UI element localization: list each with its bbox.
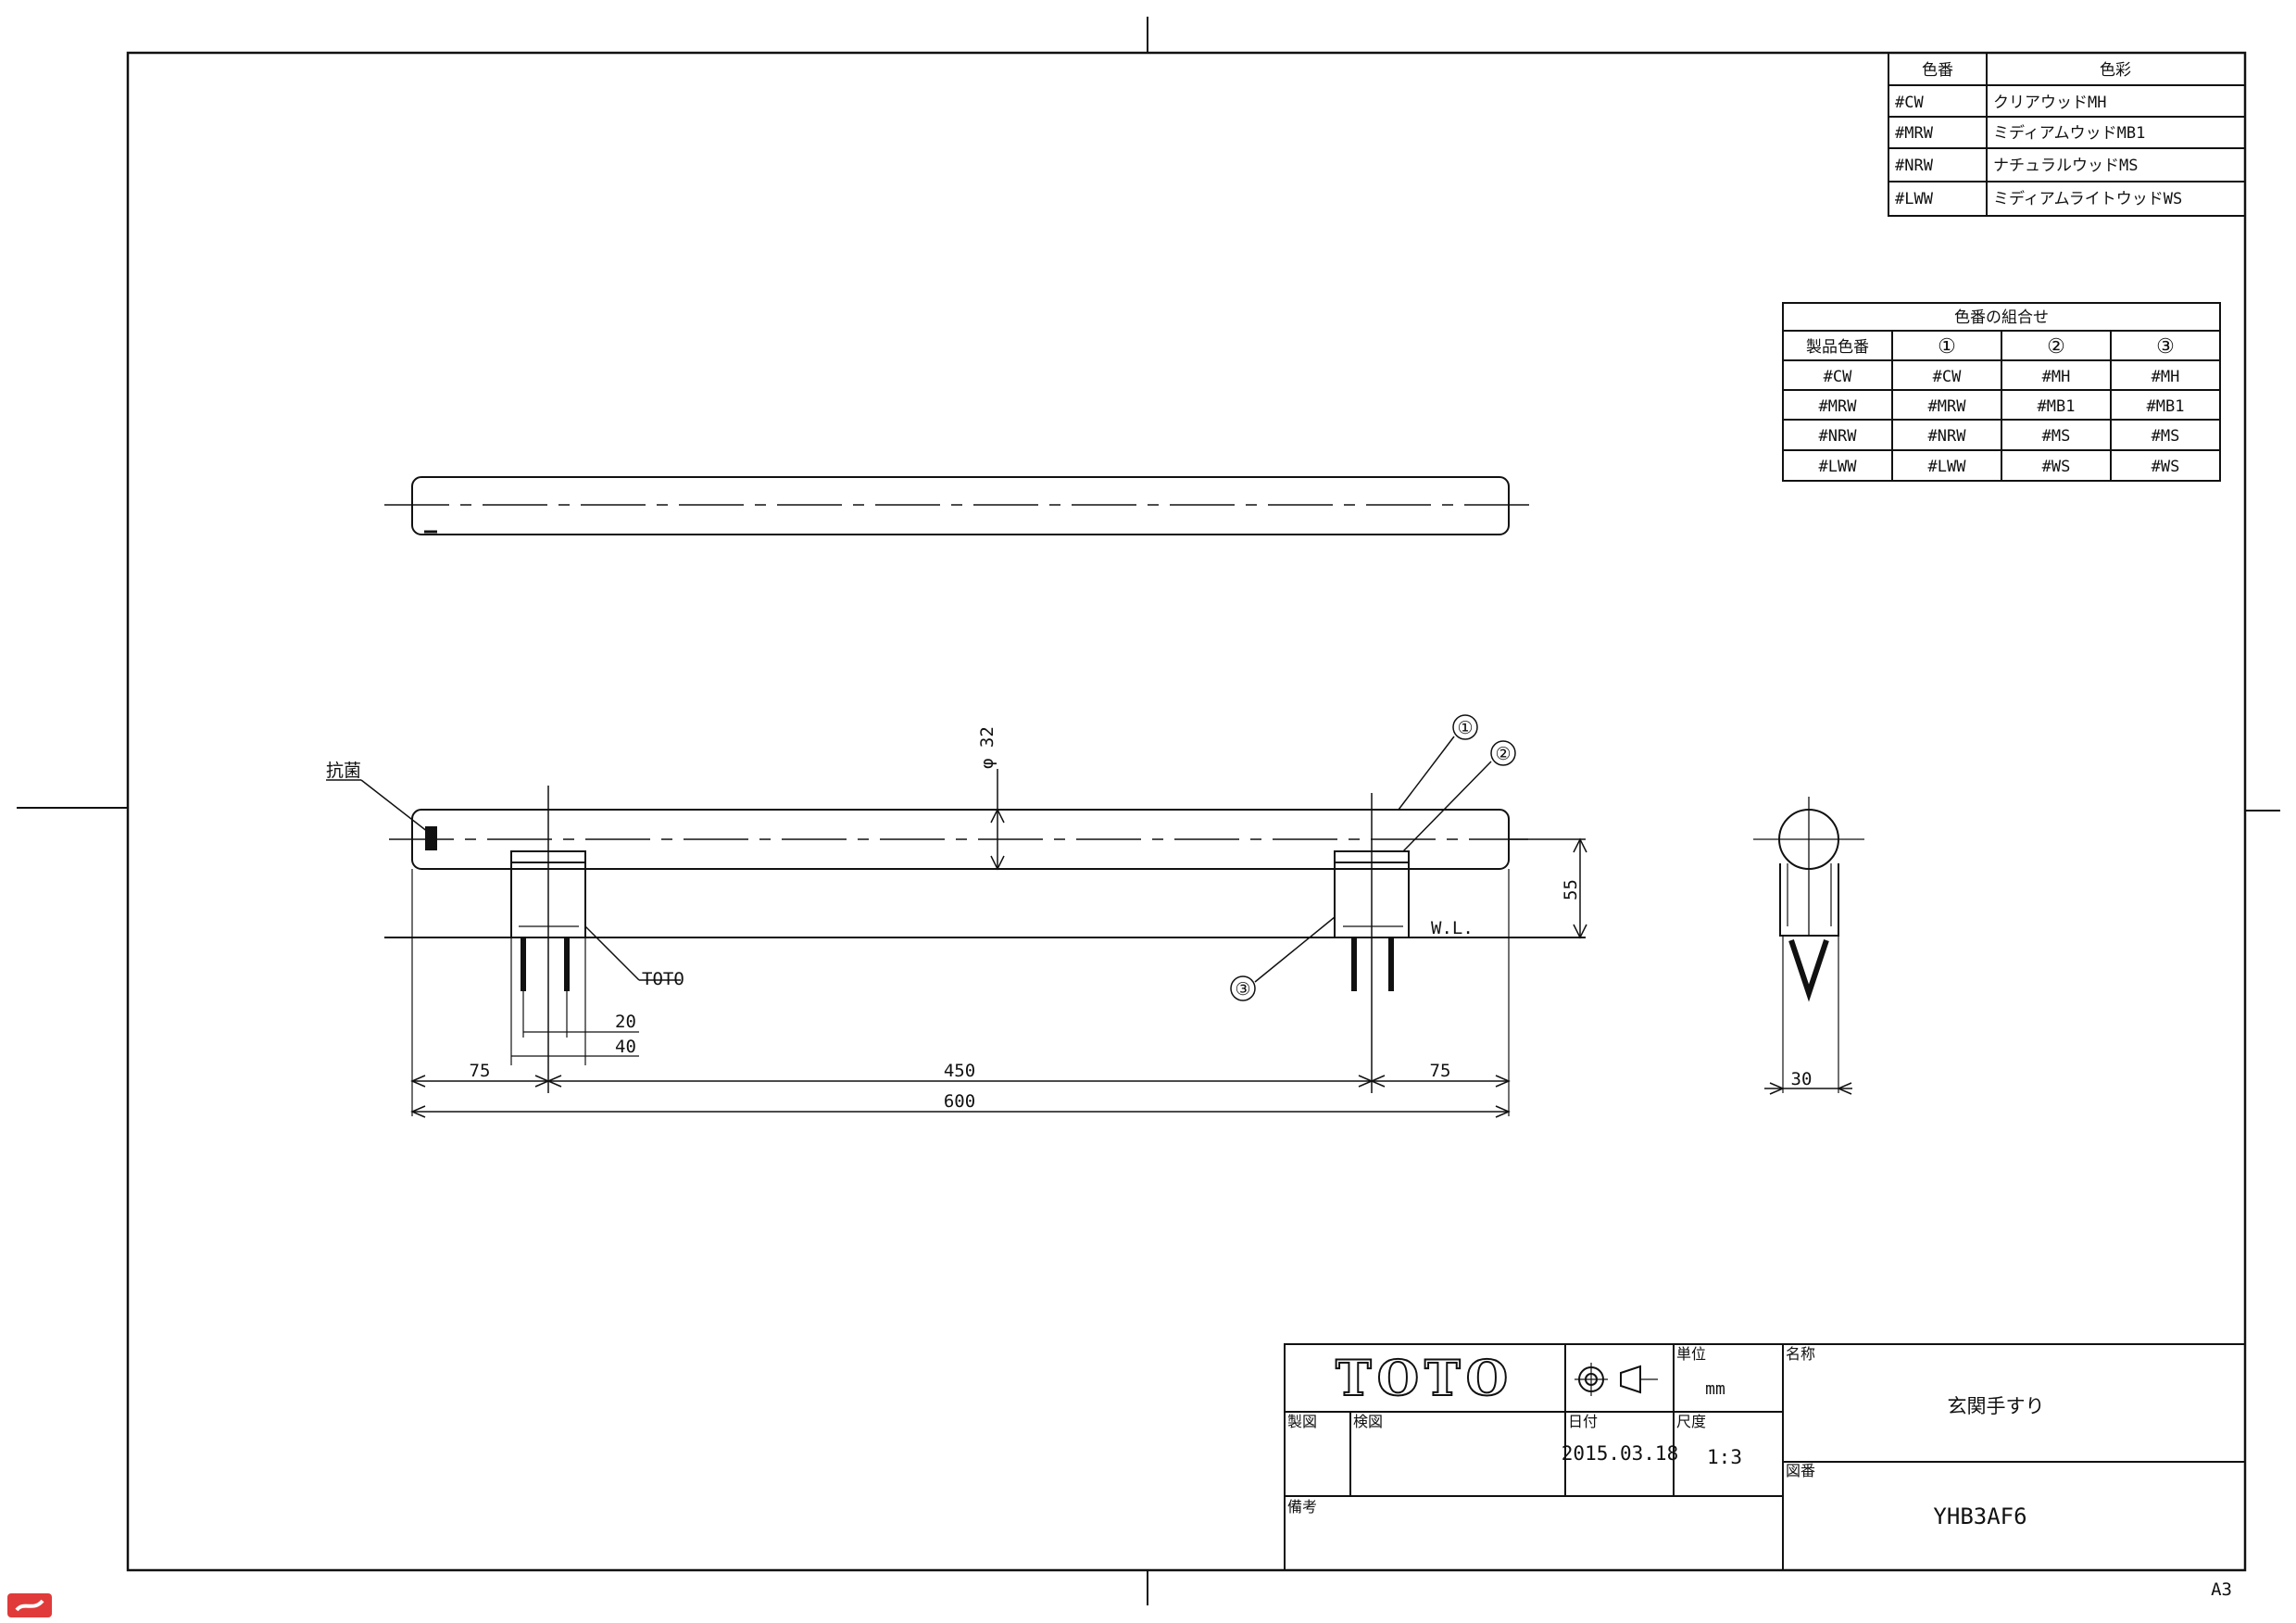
scale-label: 尺度	[1676, 1413, 1706, 1430]
combo-cell: #MB1	[2147, 397, 2185, 416]
dim-side-width: 30	[1791, 1069, 1813, 1089]
dim-right-offset: 75	[1430, 1061, 1451, 1081]
color-code-cw: #CW	[1895, 94, 1924, 112]
combo-cell: #MH	[2152, 368, 2180, 386]
dim-center: 450	[944, 1061, 975, 1081]
unit-label: 単位	[1676, 1345, 1706, 1363]
combo-cell: #LWW	[1819, 458, 1858, 476]
color-code-nrw: #NRW	[1895, 157, 1934, 175]
dim-total: 600	[944, 1091, 975, 1112]
scale-value: 1:3	[1707, 1446, 1742, 1468]
corner-logo-icon	[7, 1593, 52, 1617]
combo-cell: #NRW	[1819, 427, 1858, 446]
dim-diameter: φ 32	[977, 726, 997, 769]
color-table-header-name: 色彩	[2100, 61, 2131, 80]
combo-header-part-1: ①	[1938, 335, 1956, 359]
drawing-border	[126, 51, 2247, 1572]
combo-cell: #WS	[2152, 458, 2180, 476]
color-name-nrw: ナチュラルウッドMS	[1993, 157, 2138, 175]
brand-logo: TOTO	[1336, 1351, 1513, 1407]
combo-cell: #CW	[1824, 368, 1852, 386]
sheet-size: A3	[2211, 1579, 2232, 1600]
combo-header-product: 製品色番	[1806, 338, 1869, 357]
check-label: 検図	[1353, 1413, 1383, 1430]
date-value: 2015.03.18	[1562, 1442, 1678, 1465]
side-view	[1753, 797, 1864, 1095]
callout-antibacterial: 抗菌	[326, 761, 361, 781]
combo-cell: #NRW	[1928, 427, 1967, 446]
combo-cell: #MS	[2042, 427, 2071, 446]
color-table	[1888, 52, 2246, 217]
made-label: 製図	[1287, 1413, 1317, 1430]
combo-cell: #MB1	[2038, 397, 2076, 416]
combo-cell: #WS	[2042, 458, 2071, 476]
drawing-no-label: 図番	[1786, 1462, 1815, 1479]
combo-cell: #MRW	[1819, 397, 1858, 416]
product-name: 玄関手すり	[1948, 1395, 2045, 1417]
color-code-mrw: #MRW	[1895, 124, 1934, 143]
combo-cell: #LWW	[1928, 458, 1967, 476]
combo-cell: #MH	[2042, 368, 2071, 386]
unit-value: mm	[1705, 1379, 1725, 1399]
dim-bracket-outer: 40	[615, 1037, 636, 1057]
dim-left-offset: 75	[470, 1061, 491, 1081]
part-label-3: ③	[1235, 979, 1250, 1000]
centering-marks	[17, 17, 2280, 1605]
title-block	[1284, 1343, 2246, 1571]
part-label-1: ①	[1457, 718, 1473, 738]
callout-toto: TOTO	[642, 969, 684, 989]
combo-cell: #MRW	[1928, 397, 1967, 416]
combo-table	[1782, 302, 2221, 482]
top-view	[384, 476, 1536, 535]
front-view	[326, 714, 1587, 1118]
name-label: 名称	[1786, 1345, 1815, 1363]
wall-line-label: W.L.	[1431, 918, 1474, 938]
combo-header-part-3: ③	[2156, 335, 2175, 359]
combo-table-title: 色番の組合せ	[1954, 308, 2049, 327]
combo-cell: #CW	[1933, 368, 1962, 386]
remarks-label: 備考	[1287, 1498, 1317, 1516]
dim-bracket-inner: 20	[615, 1012, 636, 1032]
color-name-mrw: ミディアムウッドMB1	[1993, 123, 2145, 143]
color-table-header-code: 色番	[1922, 61, 1953, 80]
part-label-2: ②	[1495, 744, 1511, 764]
color-code-lww: #LWW	[1895, 190, 1934, 208]
combo-cell: #MS	[2152, 427, 2180, 446]
dim-height: 55	[1561, 879, 1581, 900]
color-name-lww: ミディアムライトウッドWS	[1993, 189, 2182, 208]
color-name-cw: クリアウッドMH	[1993, 94, 2106, 112]
date-label: 日付	[1568, 1413, 1598, 1430]
drawing-number: YHB3AF6	[1933, 1503, 2026, 1529]
combo-header-part-2: ②	[2047, 335, 2065, 359]
